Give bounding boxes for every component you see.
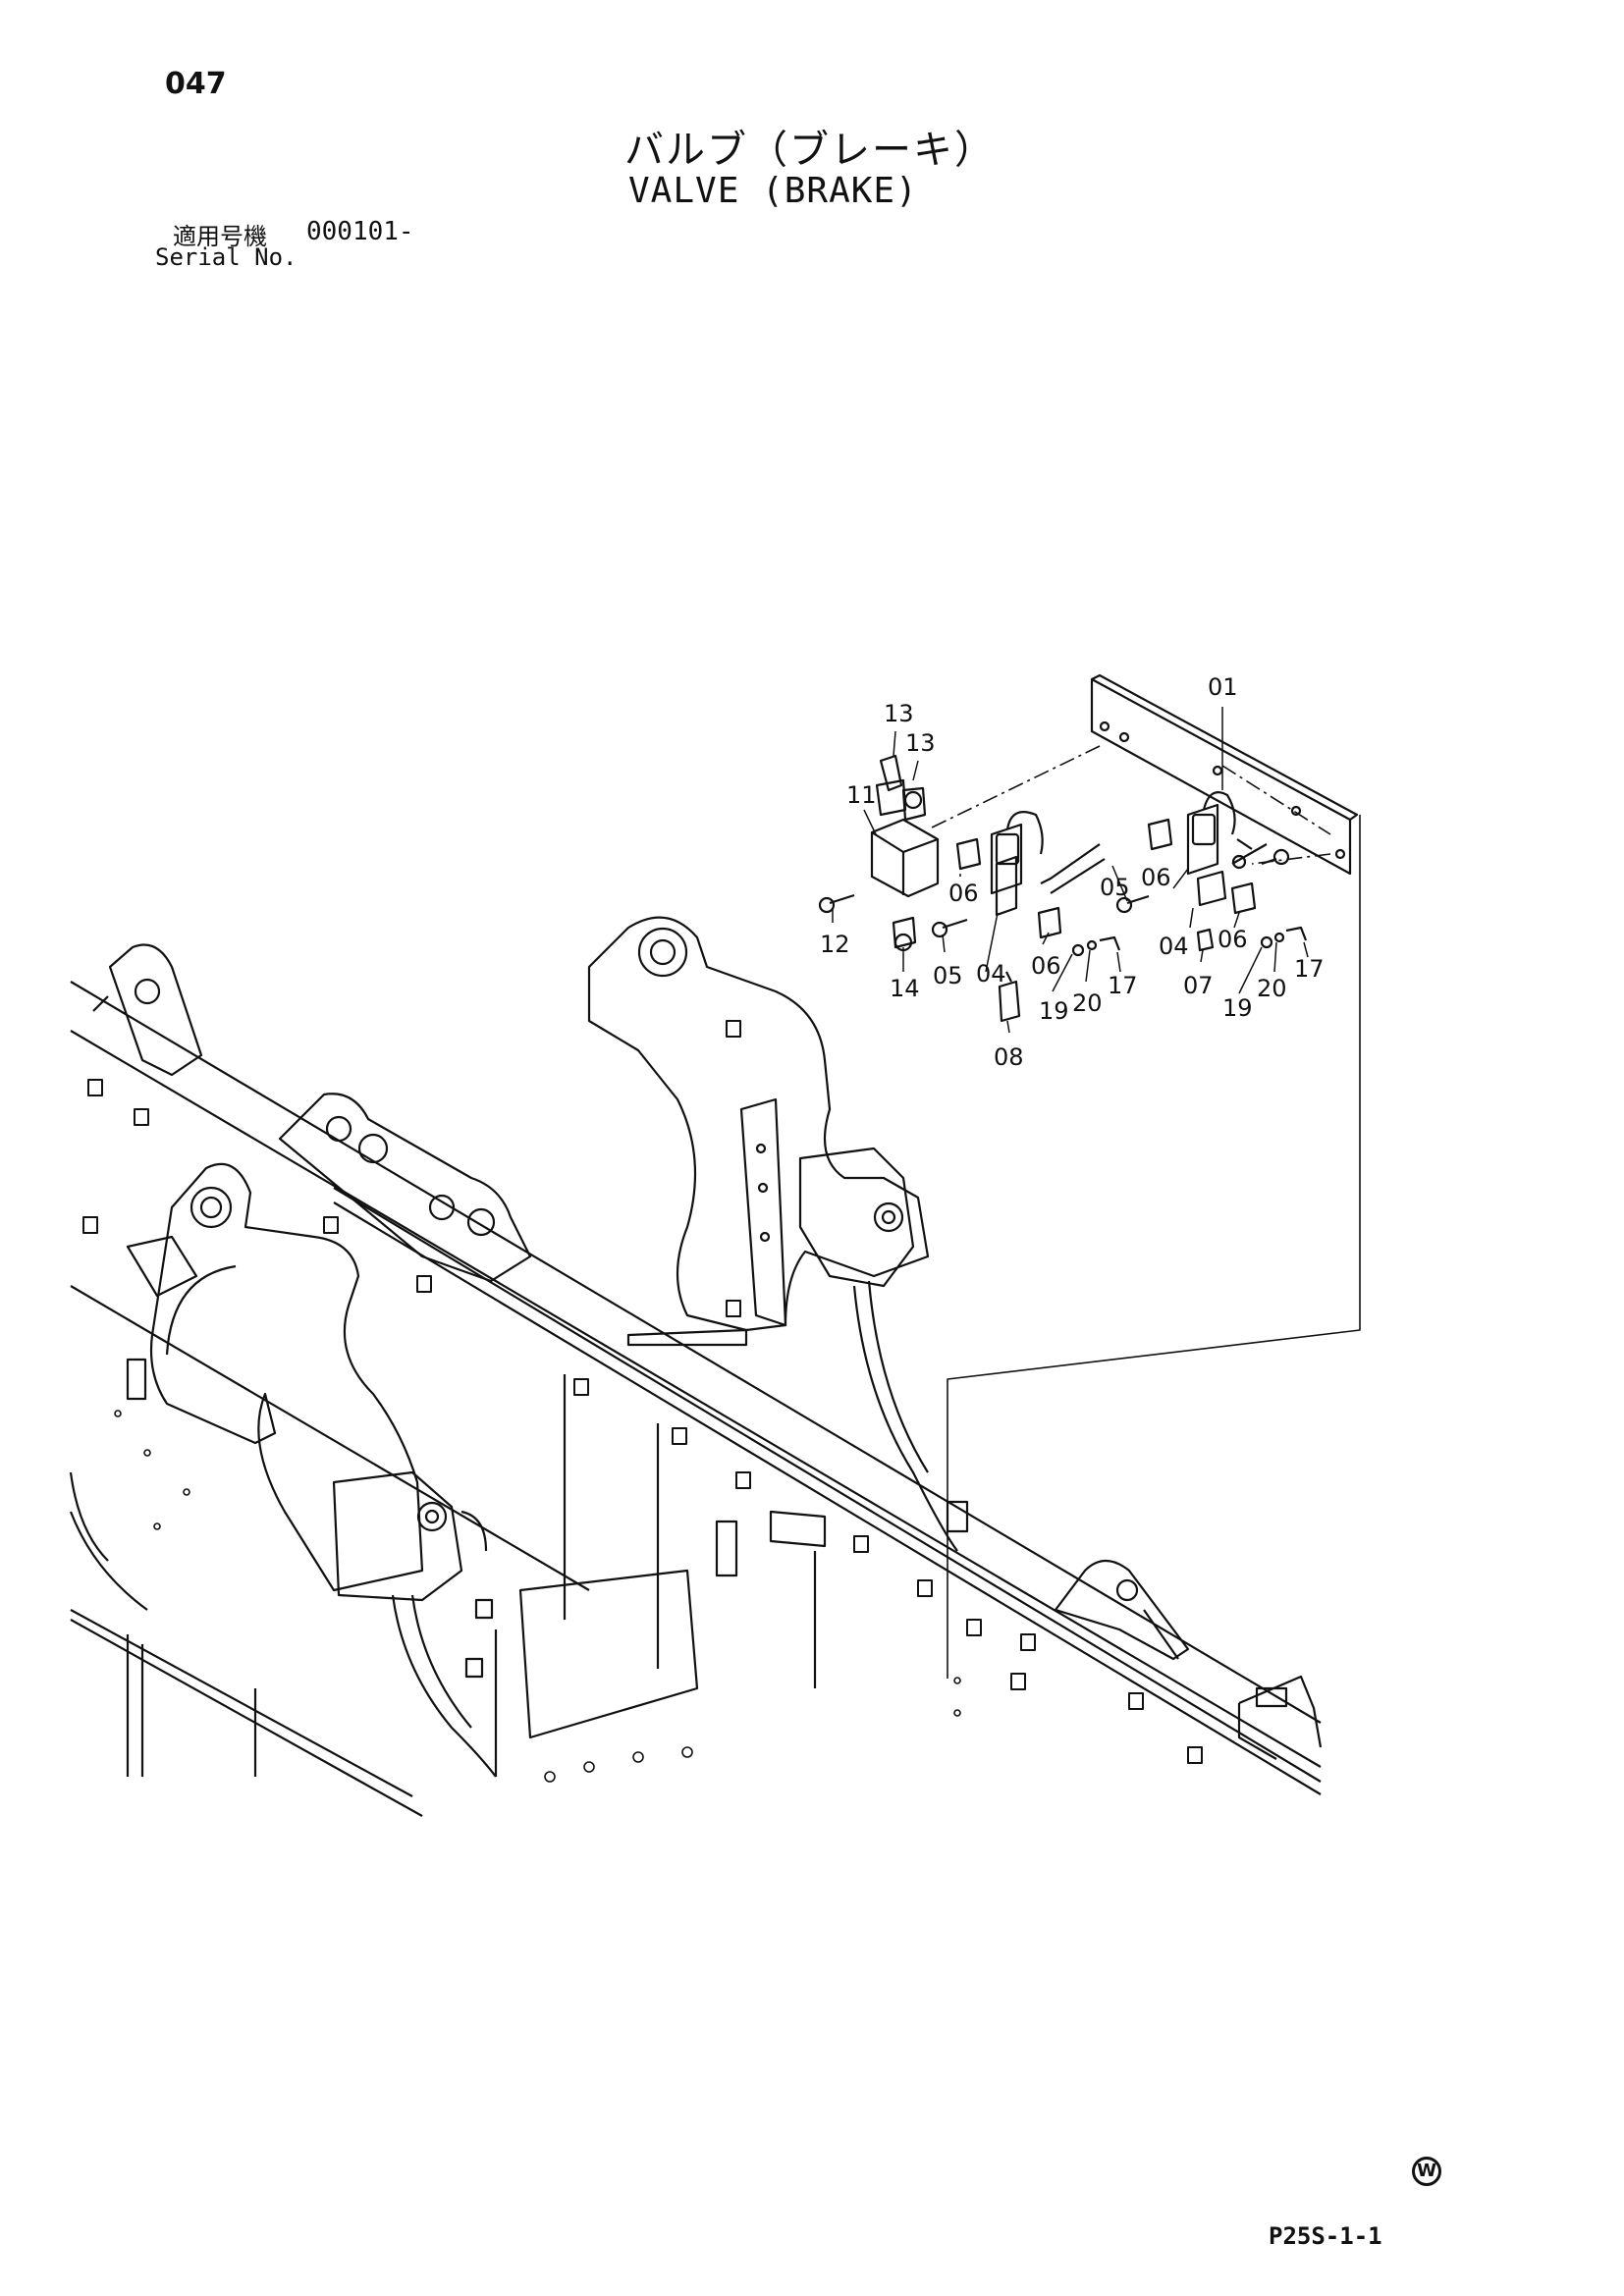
serial-number-value: 000101- <box>306 217 414 246</box>
page-title-english: VALVE (BRAKE) <box>628 171 918 211</box>
callout-19-b: 19 <box>1222 994 1253 1022</box>
callout-leader-lines <box>832 707 1309 1034</box>
callout-14: 14 <box>890 975 920 1002</box>
callout-13-lower: 13 <box>905 729 936 757</box>
callout-05-b: 05 <box>1100 874 1130 901</box>
valve-assembly-right <box>1115 791 1308 952</box>
figure-code: P25S-1-1 <box>1269 2222 1382 2250</box>
lower-angled-plate <box>464 1510 827 1739</box>
beam-lugs <box>82 1020 1203 1764</box>
callout-07: 07 <box>1183 972 1214 999</box>
mounting-plate <box>1090 673 1359 876</box>
tall-center-plate <box>587 916 969 1552</box>
callout-04-b: 04 <box>1159 933 1189 960</box>
callout-06-b: 06 <box>1031 952 1061 980</box>
serial-label-japanese: 適用号機 <box>173 223 267 250</box>
frame-holes <box>114 1410 961 1783</box>
callout-13-upper: 13 <box>884 700 914 727</box>
serial-label-english: Serial No. <box>155 243 298 271</box>
large-left-plate <box>126 1162 497 1778</box>
center-left-brackets <box>278 1093 532 1283</box>
callout-06-c: 06 <box>1141 864 1171 891</box>
callout-17-a: 17 <box>1108 972 1138 999</box>
callout-12: 12 <box>820 931 850 958</box>
callout-11: 11 <box>846 781 877 809</box>
left-bracket <box>92 943 203 1077</box>
callout-05-a: 05 <box>933 962 963 989</box>
valve-assembly-left <box>818 754 1121 1023</box>
callout-20-a: 20 <box>1072 989 1103 1017</box>
frame-structure <box>69 981 1323 1817</box>
callout-08: 08 <box>994 1043 1024 1071</box>
callout-01: 01 <box>1208 673 1238 701</box>
callout-06-d: 06 <box>1218 926 1248 953</box>
callout-labels: 01 13 13 11 12 14 06 05 04 06 19 20 17 0… <box>820 673 1325 1071</box>
callout-17-b: 17 <box>1294 955 1325 983</box>
callout-19-a: 19 <box>1039 997 1069 1025</box>
callout-04-a: 04 <box>976 960 1006 988</box>
page-title-japanese: バルブ（ブレーキ） <box>624 128 996 173</box>
callout-20-b: 20 <box>1257 975 1287 1002</box>
callout-06-a: 06 <box>948 880 979 907</box>
w-circle-mark: W <box>1412 2157 1441 2186</box>
page-number: 047 <box>165 67 227 101</box>
